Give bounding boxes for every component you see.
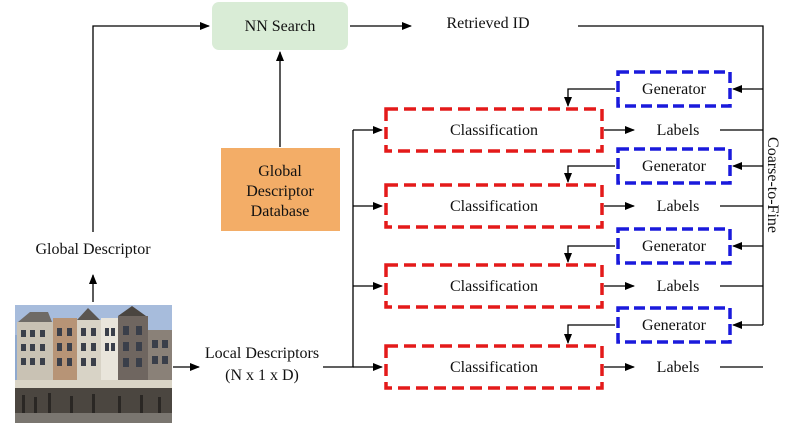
arrow-generator-to-classification [564,324,615,344]
classification-box [384,344,604,390]
generator-label: Generator [642,81,707,98]
stage-2: Classification Labels Generator [353,147,763,229]
nn-search-label: NN Search [245,18,316,35]
generator-label: Generator [642,158,707,175]
stage-4: Classification Labels Generator [353,306,763,390]
generator-box [616,227,732,265]
generator-label: Generator [642,317,707,334]
classification-label: Classification [450,122,538,139]
generator-box [616,306,732,344]
local-descriptors-label-line2: (N x 1 x D) [225,367,299,384]
retrieved-id-to-coarse-to-fine-line [578,25,764,325]
classification-box [384,107,604,153]
database-label-line1: Global [258,163,302,180]
generator-label: Generator [642,238,707,255]
classification-label: Classification [450,198,538,215]
classification-box [384,263,604,309]
labels-label: Labels [657,278,700,295]
database-box [221,148,340,231]
global-descriptor-label: Global Descriptor [35,241,151,258]
arrow-generator-to-classification [564,165,615,183]
database-label-line2: Descriptor [246,183,314,200]
labels-label: Labels [657,359,700,376]
generator-box [616,147,732,185]
generator-box [616,70,732,108]
coarse-to-fine-label: Coarse-to-Fine [764,137,781,233]
retrieved-id-label: Retrieved ID [446,15,529,32]
arrow-global-descriptor-to-nn-search [92,22,210,232]
stage-1: Classification Labels Generator [353,70,763,153]
classification-label: Classification [450,278,538,295]
database-label-line3: Database [251,203,310,220]
classification-label: Classification [450,359,538,376]
classification-box [384,183,604,229]
labels-label: Labels [657,122,700,139]
street-buildings-photo [15,305,172,423]
nn-search-box [212,2,348,50]
stage-3: Classification Labels Generator [353,227,763,309]
labels-label: Labels [657,198,700,215]
local-descriptors-label-line1: Local Descriptors [205,345,319,362]
arrow-generator-to-classification [564,88,615,107]
arrow-generator-to-classification [564,245,615,263]
